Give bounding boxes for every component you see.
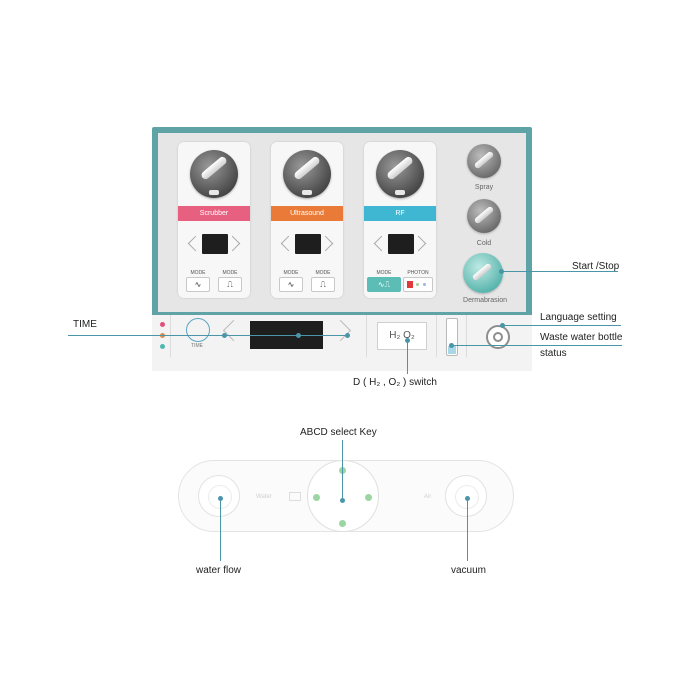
scrubber-card: Scrubber MODE∿ MODE⎍ [178,142,250,298]
scrubber-mode-1[interactable]: MODE∿ [185,270,211,292]
cold-button[interactable] [467,199,501,233]
callout-dot [465,496,470,501]
chevron-left-icon[interactable] [279,235,289,253]
mode-label: MODE [222,270,238,276]
waste-callout-2: status [540,348,567,359]
water-flow-callout: water flow [196,565,242,576]
status-indicator [160,344,165,349]
start-stop-callout: Start /Stop [572,261,620,272]
chevron-right-icon[interactable] [325,235,335,253]
timer-icon[interactable] [186,318,210,342]
language-line [503,325,621,326]
pulse-icon: ⎍ [311,277,335,292]
callout-dot [218,496,223,501]
waste-callout: Waste water bottle [540,332,623,343]
rf-display [388,234,414,254]
callout-dot [340,498,345,503]
red-light-icon [407,281,413,288]
waste-bottle-icon [446,318,458,356]
spray-label: Spray [474,184,494,191]
divider [436,315,437,357]
water-flow-line [220,498,221,561]
callout-dot [345,333,350,338]
mode-label: MODE [376,270,392,276]
divider [466,315,467,357]
callout-dot [296,333,301,338]
divider [366,315,367,357]
chevron-left-icon[interactable] [372,235,382,253]
photon-label: PHOTON [407,270,429,276]
ultrasound-banner: Ultrasound [271,206,343,221]
wave-icon: ∿ [279,277,303,292]
water-panel-label: Water [256,494,272,500]
vacuum-line [467,498,468,561]
time-callout-line [68,335,348,336]
language-callout: Language setting [540,312,617,323]
d-switch-line [407,340,408,374]
mode-label: MODE [315,270,331,276]
blue-light-icon [423,283,426,286]
callout-dot [405,338,410,343]
ultrasound-card: Ultrasound MODE∿ MODE⎍ [271,142,343,298]
abcd-line [342,440,343,500]
ultrasound-display [295,234,321,254]
dermabrasion-button[interactable] [463,253,503,293]
key-b-button[interactable] [313,494,320,501]
spray-button[interactable] [467,144,501,178]
rf-card: RF MODE∿⎍ PHOTON [364,142,436,298]
abcd-callout: ABCD select Key [300,427,377,438]
rf-banner: RF [364,206,436,221]
callout-dot [499,269,504,274]
key-d-button[interactable] [339,520,346,527]
control-strip [152,315,532,371]
rf-mode[interactable]: MODE∿⎍ [367,270,401,292]
key-c-button[interactable] [365,494,372,501]
start-stop-line [500,271,618,272]
wave-pulse-icon: ∿⎍ [367,277,401,292]
callout-dot [449,343,454,348]
ultrasound-mode-1[interactable]: MODE∿ [278,270,304,292]
scrubber-display [202,234,228,254]
waste-line [452,345,622,346]
scrubber-probe-button[interactable] [190,150,238,198]
ultrasound-probe-button[interactable] [283,150,331,198]
callout-dot [222,333,227,338]
status-indicator [160,322,165,327]
photon-color-selector[interactable] [403,277,433,292]
time-callout: TIME [73,319,97,330]
vacuum-callout: vacuum [451,565,487,576]
chevron-left-icon[interactable] [186,235,196,253]
ultrasound-mode-2[interactable]: MODE⎍ [310,270,336,292]
callout-dot [500,323,505,328]
bottle-indicator-icon [289,492,301,501]
h2o2-switch[interactable]: H₂ O₂ [377,322,427,350]
pulse-icon: ⎍ [218,277,242,292]
green-light-icon [416,283,419,286]
air-panel-label: Air [424,494,432,500]
wave-icon: ∿ [186,277,210,292]
mode-label: MODE [190,270,206,276]
cold-label: Cold [476,240,492,247]
rf-photon[interactable]: PHOTON [403,270,433,292]
mode-label: MODE [283,270,299,276]
time-icon-label: TIME [191,343,203,349]
dermabrasion-label: Dermabrasion [463,297,507,304]
rf-probe-button[interactable] [376,150,424,198]
chevron-right-icon[interactable] [418,235,428,253]
scrubber-banner: Scrubber [178,206,250,221]
d-switch-callout: D ( H₂ , O₂ ) switch [353,377,437,388]
chevron-right-icon[interactable] [232,235,242,253]
divider [170,315,171,357]
scrubber-mode-2[interactable]: MODE⎍ [217,270,243,292]
